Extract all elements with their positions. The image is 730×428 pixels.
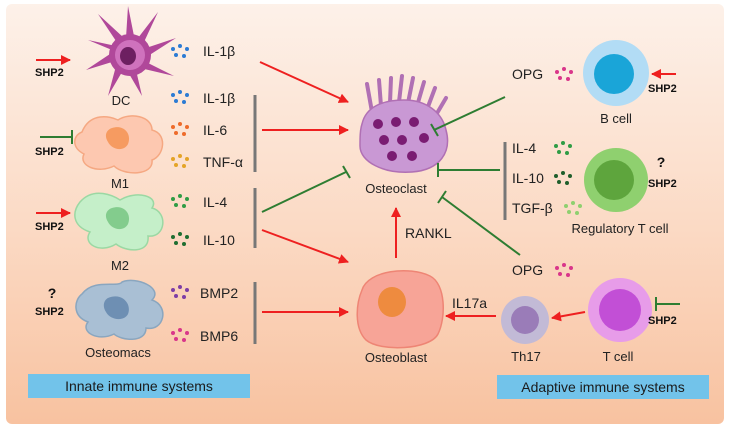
treg-cell [584, 148, 648, 212]
osteomacs-cell [75, 279, 164, 340]
label-bmp6: BMP6 [200, 328, 238, 344]
label-il17a: IL17a [452, 295, 487, 311]
unknown-treg: ? [657, 154, 666, 170]
dots-bmp2 [171, 285, 189, 299]
label-il4-treg: IL-4 [512, 140, 536, 156]
label-osteoblast: Osteoblast [365, 350, 428, 365]
inhibit-opg-t [437, 190, 521, 256]
activation-arrows [36, 55, 676, 322]
label-m2: M2 [111, 258, 129, 273]
dots-il4-m2 [171, 194, 189, 208]
label-tgfb: TGF-β [512, 200, 553, 216]
inhibit-opg-b [430, 96, 506, 137]
m2-cell [74, 192, 164, 251]
inhibit-shp2-tcell [655, 297, 680, 311]
inhibition-lines [40, 96, 680, 311]
bcell-cell [583, 40, 649, 106]
dc-cell [86, 6, 176, 96]
shp2-osteomacs: SHP2 [35, 306, 64, 318]
dots-il10-treg [554, 171, 572, 185]
label-tcell: T cell [603, 349, 634, 364]
shp2-m1: SHP2 [35, 146, 64, 158]
dots-il1b-dc [171, 44, 189, 58]
arrow-tcell-th17 [551, 311, 586, 322]
label-osteoclast: Osteoclast [365, 181, 427, 196]
unknown-osteomacs: ? [48, 285, 57, 301]
dots-tnfa [171, 154, 189, 168]
dots-il10-m2 [171, 232, 189, 246]
adaptive-panel-label: Adaptive immune systems [497, 375, 709, 399]
innate-panel-label: Innate immune systems [28, 374, 250, 398]
label-osteomacs: Osteomacs [85, 345, 151, 360]
shp2-bcell: SHP2 [648, 83, 677, 95]
th17-cell [501, 296, 549, 344]
label-m1: M1 [111, 176, 129, 191]
label-il1b-dc: IL-1β [203, 43, 235, 59]
label-il4-m2: IL-4 [203, 194, 227, 210]
osteoclast-cell [359, 74, 449, 173]
arrow-m2-osteoblast [261, 229, 349, 264]
inhibit-m2-osteoclast [261, 165, 351, 213]
inhibit-shp2-m1 [40, 130, 73, 144]
brackets [253, 95, 507, 344]
label-dc: DC [112, 93, 131, 108]
label-opg-b: OPG [512, 66, 543, 82]
dots-il6 [171, 122, 189, 136]
label-opg-t: OPG [512, 262, 543, 278]
shp2-tcell: SHP2 [648, 315, 677, 327]
label-rankl: RANKL [405, 225, 452, 241]
shp2-m2: SHP2 [35, 221, 64, 233]
osteoblast-cell [356, 270, 444, 349]
shp2-treg: SHP2 [648, 178, 677, 190]
dots-bmp6 [171, 328, 189, 342]
dots-tgfb [564, 201, 582, 215]
label-treg: Regulatory T cell [571, 221, 668, 236]
label-il10-treg: IL-10 [512, 170, 544, 186]
label-il6: IL-6 [203, 122, 227, 138]
inhibit-treg [437, 163, 500, 177]
m1-cell [74, 115, 164, 174]
label-il10-m2: IL-10 [203, 232, 235, 248]
dots-opg-t [555, 263, 573, 277]
label-bmp2: BMP2 [200, 285, 238, 301]
label-il1b-m1: IL-1β [203, 90, 235, 106]
label-th17: Th17 [511, 349, 541, 364]
shp2-dc: SHP2 [35, 67, 64, 79]
dots-il1b-m1 [171, 90, 189, 104]
label-bcell: B cell [600, 111, 632, 126]
arrow-dc-osteoclast [259, 61, 349, 103]
dots-opg-b [555, 67, 573, 81]
label-tnfa: TNF-α [203, 154, 243, 170]
tcell-cell [588, 278, 652, 342]
dots-il4-treg [554, 141, 572, 155]
